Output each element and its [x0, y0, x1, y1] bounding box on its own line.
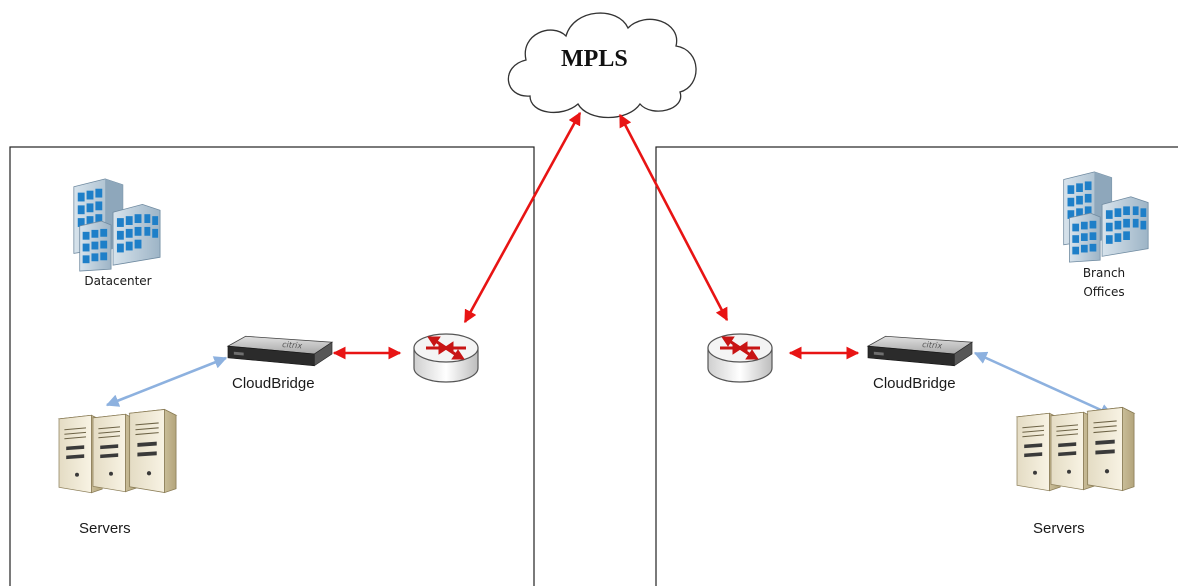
branch-cloudbridge-icon: citrix	[867, 335, 973, 367]
branch-router-icon	[706, 332, 774, 384]
branch-servers-label: Servers	[1033, 520, 1085, 537]
datacenter-label: Datacenter	[84, 274, 152, 288]
datacenter-cloudbridge-icon: citrix	[227, 335, 333, 367]
branch-building-icon	[1063, 171, 1149, 263]
branch-servers-icon	[1016, 406, 1135, 492]
datacenter-servers-icon	[58, 408, 177, 494]
lan-link-branch	[973, 351, 1114, 417]
datacenter-appliance-label: CloudBridge	[232, 375, 315, 392]
cloud-icon	[507, 12, 697, 119]
datacenter-servers-label: Servers	[79, 520, 131, 537]
wan-link-datacenter	[463, 111, 582, 324]
branch-label: Branch Offices	[1054, 264, 1154, 302]
branch-label-line1: Branch	[1082, 266, 1126, 280]
datacenter-appliance-brand: citrix	[282, 340, 303, 350]
wan-link-branch	[618, 113, 729, 322]
branch-site-box	[655, 146, 1178, 586]
branch-appliance-brand: citrix	[922, 340, 943, 350]
lan-link-datacenter	[105, 356, 228, 407]
datacenter-site-box	[9, 146, 535, 586]
branch-label-line2: Offices	[1083, 285, 1125, 299]
branch-appliance-label: CloudBridge	[873, 375, 956, 392]
datacenter-router-icon	[412, 332, 480, 384]
mpls-label: MPLS	[561, 46, 628, 72]
datacenter-building-icon	[73, 178, 161, 272]
